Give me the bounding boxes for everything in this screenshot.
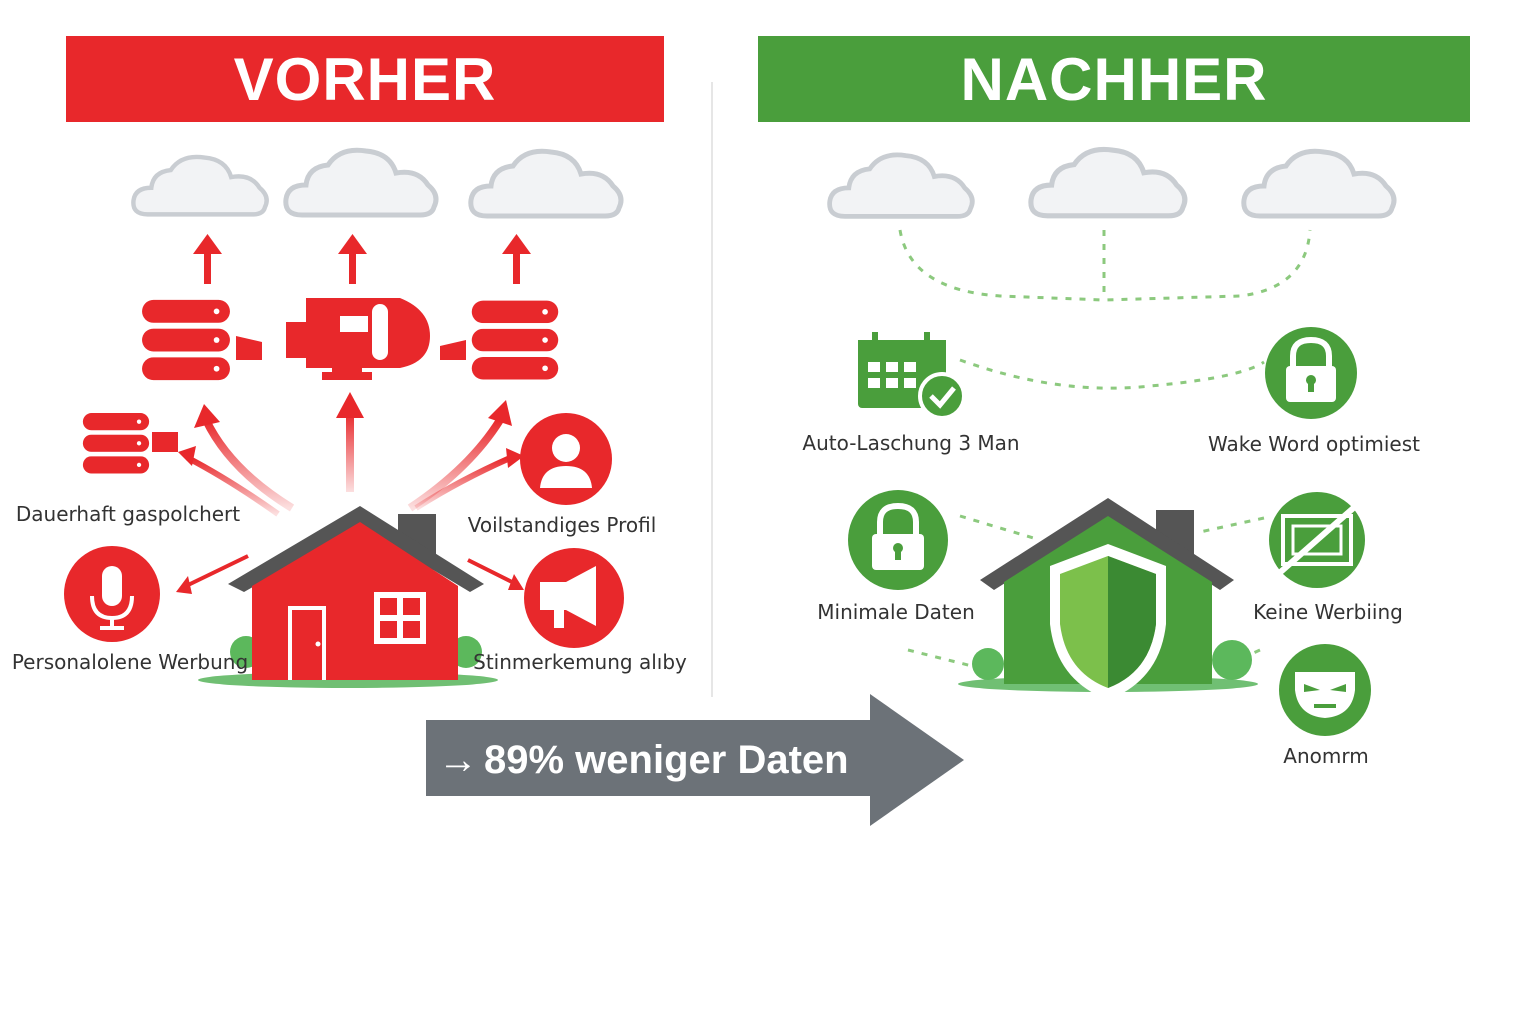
cloud-icon	[1244, 151, 1394, 216]
no-ads-icon	[1269, 492, 1365, 588]
database-icon	[142, 299, 230, 381]
label-profile: Voilstandiges Profil	[467, 513, 657, 537]
label-ads: Personalolene Werbung	[11, 650, 249, 674]
shield-house-icon	[958, 498, 1258, 700]
calendar-check-icon	[858, 332, 966, 420]
label-auto-delete: Auto-Laschung 3 Man	[802, 431, 1020, 455]
microphone-icon	[64, 546, 160, 642]
user-icon	[520, 413, 612, 505]
label-wake-word: Wake Word optimiest	[1208, 432, 1420, 456]
cloud-icon	[133, 157, 266, 214]
cloud-icon	[471, 151, 621, 216]
megaphone-icon	[524, 548, 624, 648]
cloud-icon	[286, 150, 436, 215]
divider	[711, 82, 713, 697]
lock-icon	[1265, 327, 1357, 419]
label-no-ads: Keine Werbiing	[1253, 600, 1403, 624]
dashed-connectors	[898, 229, 1312, 670]
house-icon	[198, 506, 498, 688]
summary-label: 89% weniger Daten	[484, 737, 849, 782]
mask-icon	[1279, 644, 1371, 736]
label-anon: Anomrm	[1283, 744, 1369, 768]
arrow-right-icon: →	[438, 737, 478, 782]
label-minimal: Minimale Daten	[817, 600, 975, 624]
before-banner: VORHER	[66, 36, 664, 122]
after-banner: NACHHER	[758, 36, 1470, 122]
summary-text: → 89% weniger Daten	[438, 728, 849, 792]
database-icon	[471, 300, 559, 380]
data-flow-arrows	[176, 392, 524, 594]
reduction-arrow	[426, 694, 964, 826]
camera-icon	[286, 298, 430, 380]
label-stored: Dauerhaft gaspolchert	[15, 502, 241, 526]
cloud-icon	[1031, 149, 1185, 215]
label-voice: Stinmerkemung alıby	[473, 650, 687, 674]
database-icon	[82, 413, 150, 474]
lock-icon	[848, 490, 948, 590]
cloud-icon	[830, 155, 973, 216]
upload-arrows	[193, 234, 531, 284]
